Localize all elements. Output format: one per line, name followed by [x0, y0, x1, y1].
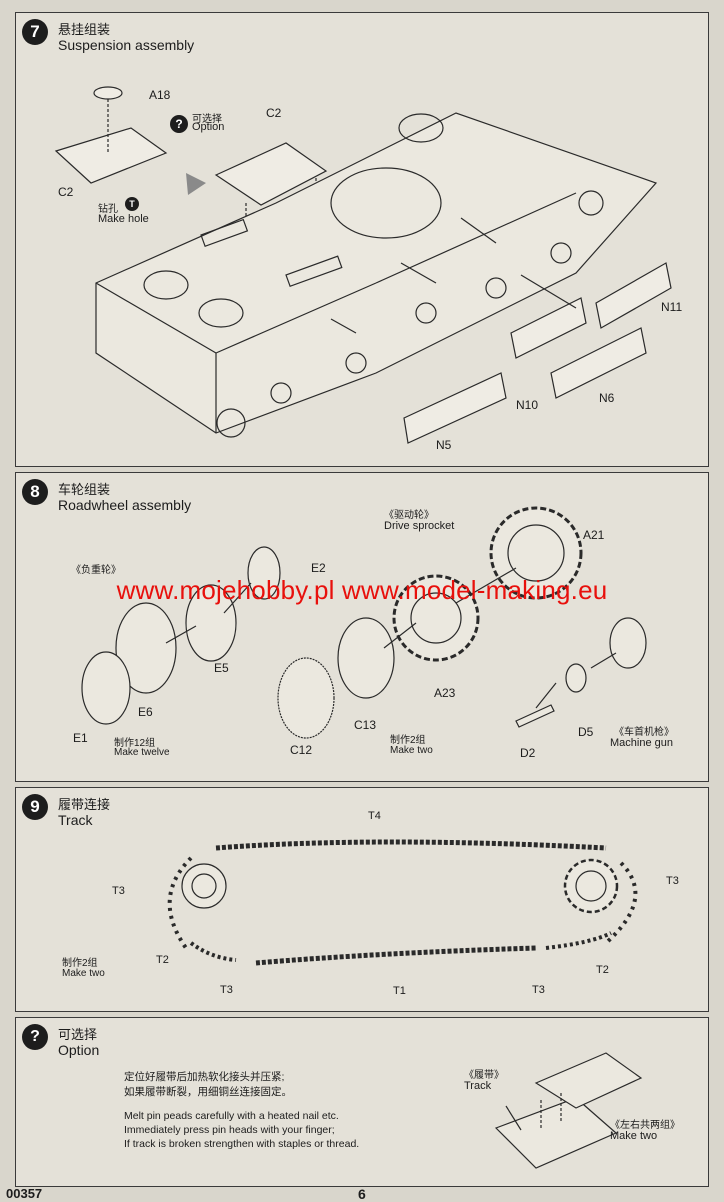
step-number-badge: 7	[22, 19, 48, 45]
step-title-en: Suspension assembly	[58, 37, 195, 53]
pair-label-en: Make two	[610, 1130, 658, 1142]
option-title-cn: 可选择	[58, 1027, 98, 1042]
part-label-e1: E1	[73, 731, 88, 745]
part-label-t3-bottom-right: T3	[532, 984, 545, 996]
option-title-en: Option	[58, 1042, 100, 1058]
drill-label-cn: 钻孔	[98, 204, 118, 215]
part-label-a23: A23	[434, 686, 456, 700]
part-label-a18: A18	[149, 88, 171, 102]
watermark-text: www.mojehobby.pl www.model-making.eu	[116, 575, 608, 605]
drive-sprocket-label-en: Drive sprocket	[384, 520, 455, 532]
option-label-en: Option	[192, 121, 225, 133]
part-label-e5: E5	[214, 661, 229, 675]
make-two-label-en: Make two	[390, 745, 433, 756]
option-icon: ?	[170, 115, 188, 133]
roadwheel-drawing	[81, 506, 647, 739]
make-two-label-en: Make two	[62, 968, 105, 979]
step-title-cn: 车轮组装	[58, 482, 111, 497]
part-label-t2-left: T2	[156, 954, 169, 966]
make-two-label-cn: 制作2组	[390, 735, 426, 746]
part-label-t1: T1	[393, 985, 406, 997]
part-label-c2-left: C2	[58, 185, 74, 199]
product-code: 00357	[6, 1186, 43, 1201]
option-note-en-1: Melt pin peads carefully with a heated n…	[124, 1110, 339, 1122]
part-label-n11: N11	[661, 300, 683, 314]
part-label-d5: D5	[578, 725, 594, 739]
option-note-cn-1: 定位好履带后加热软化接头并压紧;	[124, 1071, 285, 1083]
step-9-panel: 9 履带连接 Track T4 T3 T3 T2 T2 T3 T1 T3 制作2…	[15, 787, 709, 1012]
part-label-c12: C12	[290, 743, 313, 757]
make-twelve-label-cn: 制作12组	[114, 738, 156, 749]
step-title-en: Track	[58, 812, 93, 828]
make-two-label-cn: 制作2组	[62, 958, 98, 969]
pair-label-cn: 《左右共两组》	[610, 1120, 680, 1131]
part-label-t3-left: T3	[112, 885, 125, 897]
track-label-en: Track	[464, 1080, 492, 1092]
machine-gun-label-en: Machine gun	[610, 737, 673, 749]
part-label-d2: D2	[520, 746, 536, 760]
step-title-cn: 履带连接	[58, 797, 111, 812]
step-title-en: Roadwheel assembly	[58, 497, 192, 513]
track-label-cn: 《履带》	[464, 1070, 504, 1081]
page-number: 6	[358, 1186, 366, 1202]
option-note-cn-2: 如果履带断裂，用细铜丝连接固定。	[124, 1086, 292, 1098]
step-title-cn: 悬挂组装	[58, 22, 111, 37]
option-label-cn: 可选择	[192, 114, 222, 125]
part-label-n6: N6	[599, 391, 615, 405]
drill-icon: T	[125, 197, 139, 211]
make-twelve-label-en: Make twelve	[114, 747, 170, 758]
part-label-e6: E6	[138, 705, 153, 719]
part-label-t2-right: T2	[596, 964, 609, 976]
option-note-en-3: If track is broken strengthen with stapl…	[124, 1138, 360, 1150]
step-7-panel: 7 悬挂组装 Suspension assembly	[15, 12, 709, 467]
part-label-n5: N5	[436, 438, 452, 452]
track-link-drawing	[494, 1052, 643, 1169]
part-label-t4: T4	[368, 810, 381, 822]
drive-sprocket-label-cn: 《驱动轮》	[384, 510, 434, 521]
option-panel: ? 可选择 Option 定位好履带后加热软化接头并压紧; 如果履带断裂，用细铜…	[15, 1017, 709, 1187]
step-number-badge: 9	[22, 794, 48, 820]
machine-gun-label-cn: 《车首机枪》	[614, 727, 674, 738]
part-label-n10: N10	[516, 398, 539, 412]
option-question-icon: ?	[22, 1024, 48, 1050]
part-label-c13: C13	[354, 718, 377, 732]
part-label-c2-center: C2	[266, 106, 282, 120]
roadwheel-label-cn: 《负重轮》	[71, 565, 121, 576]
part-label-t3-bottom-left: T3	[220, 984, 233, 996]
step-8-panel: 8 车轮组装 Roadwheel assembly	[15, 472, 709, 782]
drill-label-en: Make hole	[98, 213, 149, 225]
part-label-a21: A21	[583, 528, 605, 542]
part-label-e2: E2	[311, 561, 326, 575]
step-number-badge: 8	[22, 479, 48, 505]
track-drawing	[167, 839, 638, 966]
option-note-en-2: Immediately press pin heads with your fi…	[124, 1124, 335, 1136]
suspension-hull-drawing	[54, 86, 672, 444]
part-label-t3-right: T3	[666, 875, 679, 887]
